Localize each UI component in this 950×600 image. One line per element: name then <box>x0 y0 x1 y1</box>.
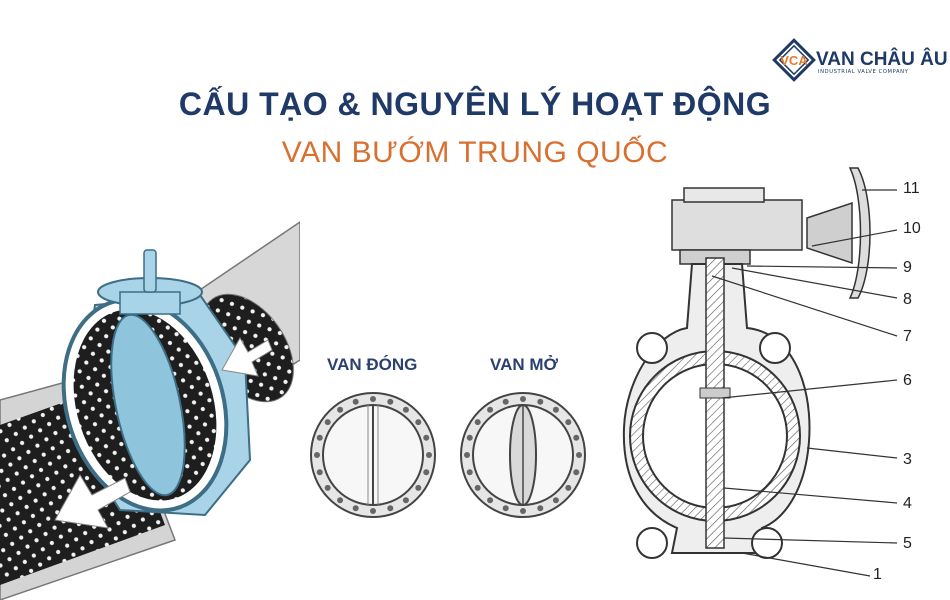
callout-3: 3 <box>903 451 912 468</box>
flange-bolt-icon <box>402 497 409 504</box>
flange-bolt-icon <box>466 434 473 441</box>
flow-arrow-in-icon <box>54 474 131 529</box>
flange-bolt-icon <box>520 396 526 402</box>
callout-9: 9 <box>903 259 912 276</box>
page-title: CẤU TẠO & NGUYÊN LÝ HOẠT ĐỘNG <box>178 86 772 122</box>
bolt-hole-top-left <box>636 332 668 364</box>
flange-bolt-icon <box>464 452 470 458</box>
pipe-valve-cutaway-illustration <box>0 221 300 600</box>
flange-bolt-icon <box>537 398 544 405</box>
flange-bolt-icon <box>466 469 473 476</box>
flange-bolt-icon <box>487 497 494 504</box>
callout-10: 10 <box>903 220 921 237</box>
label-van-mo: VAN MỞ <box>490 355 559 374</box>
handwheel-hub <box>806 201 853 265</box>
label-van-dong: VAN ĐÓNG <box>327 355 418 374</box>
stem-section <box>705 257 725 549</box>
flange-bolt-icon <box>573 469 580 476</box>
flange-bolt-icon <box>316 469 323 476</box>
flange-bolt-icon <box>316 434 323 441</box>
callout-4: 4 <box>903 495 912 512</box>
flange-bolt-icon <box>537 505 544 512</box>
flange-bolt-icon <box>337 406 344 413</box>
valve-cross-section-drawing <box>622 167 898 577</box>
flange-bolt-icon <box>415 419 422 426</box>
valve-disc <box>110 313 186 497</box>
flange-bolt-icon <box>520 508 526 514</box>
callout-11: 11 <box>903 180 920 197</box>
flange-bolt-icon <box>314 452 320 458</box>
page-subtitle: VAN BƯỚM TRUNG QUỐC <box>281 136 669 169</box>
flange-bolt-icon <box>502 505 509 512</box>
logo-mark-text: VCA <box>780 53 808 68</box>
flange-bolt-icon <box>552 406 559 413</box>
flange-bolt-icon <box>370 396 376 402</box>
callout-5: 5 <box>903 535 912 552</box>
bolt-hole-bottom-right <box>751 527 783 559</box>
brand-tagline: INDUSTRIAL VALVE COMPANY <box>818 69 909 75</box>
flange-bolt-icon <box>352 398 359 405</box>
flange-bolt-icon <box>387 398 394 405</box>
callout-6: 6 <box>903 372 912 389</box>
flange-bolt-icon <box>474 484 481 491</box>
flange-bolt-icon <box>324 484 331 491</box>
stem-bushing <box>699 387 731 399</box>
stem <box>143 249 157 293</box>
valve-closed-diagram <box>310 392 436 518</box>
callout-1: 1 <box>873 566 882 583</box>
flange-bolt-icon <box>337 497 344 504</box>
flange-bolt-icon <box>552 497 559 504</box>
brand-name: VAN CHÂU ÂU <box>816 49 948 70</box>
flange-bolt-icon <box>370 508 376 514</box>
callout-8: 8 <box>903 291 912 308</box>
flange-bolt-icon <box>415 484 422 491</box>
flange-bolt-icon <box>423 469 430 476</box>
flange-bolt-icon <box>423 434 430 441</box>
gearbox <box>671 199 803 251</box>
flange-bolt-icon <box>565 419 572 426</box>
flange-bolt-icon <box>565 484 572 491</box>
flange-bolt-icon <box>426 452 432 458</box>
flange-bolt-icon <box>573 434 580 441</box>
flange-bolt-icon <box>576 452 582 458</box>
gearbox-top <box>683 187 765 203</box>
flange-bolt-icon <box>324 419 331 426</box>
flange-bolt-icon <box>387 505 394 512</box>
bolt-hole-bottom-left <box>636 527 668 559</box>
callout-7: 7 <box>903 328 912 345</box>
bolt-hole-top-right <box>759 332 791 364</box>
flange-bolt-icon <box>487 406 494 413</box>
flow-arrow-out-icon <box>221 336 273 377</box>
brand-logo: VCA VAN CHÂU ÂU INDUSTRIAL VALVE COMPANY <box>772 38 948 82</box>
flange-bolt-icon <box>502 398 509 405</box>
flange-bolt-icon <box>352 505 359 512</box>
valve-open-diagram <box>460 392 586 518</box>
neck <box>119 291 181 315</box>
flange-bolt-icon <box>474 419 481 426</box>
logo-mark-icon: VCA <box>772 38 816 82</box>
handwheel <box>848 167 871 299</box>
flange-bolt-icon <box>402 406 409 413</box>
